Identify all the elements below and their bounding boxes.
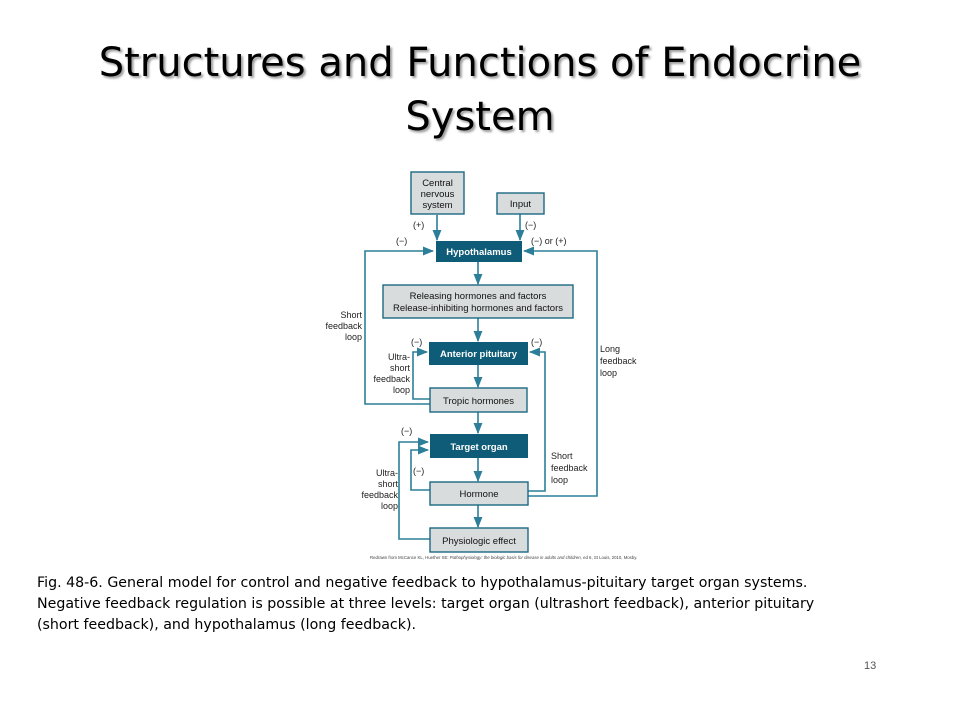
- cns-label-1: Central: [422, 178, 453, 189]
- credit-title: Pathophysiology: the biologic basis for …: [450, 555, 582, 560]
- long-3: loop: [600, 368, 617, 378]
- caption-line-3: (short feedback), and hypothalamus (long…: [37, 617, 416, 633]
- sign-hypothalamus-left: (−): [396, 236, 407, 246]
- figure-credit: Redrawn from McCance KL, Huether SE: Pat…: [370, 555, 637, 560]
- slide-title-line-1: Structures and Functions of Endocrine: [98, 40, 862, 86]
- box-target-organ: Target organ: [430, 434, 528, 458]
- physiologic-effect-label: Physiologic effect: [442, 536, 516, 547]
- short-right-2: feedback: [551, 463, 588, 473]
- ultra-short-feedback-loop-upper: [412, 347, 430, 400]
- sign-target-inner: (−): [413, 466, 424, 476]
- credit-prefix: Redrawn from McCance KL, Huether SE:: [370, 555, 449, 560]
- label-short-feedback-right: Short feedback loop: [551, 451, 588, 485]
- ultra-lower-4: loop: [381, 501, 398, 511]
- caption-line-1: Fig. 48-6. General model for control and…: [37, 575, 808, 591]
- ultra-upper-3: feedback: [373, 374, 410, 384]
- short-left-1: Short: [340, 310, 362, 320]
- ultra-short-feedback-loop-outer: [398, 437, 430, 540]
- credit-suffix: ed 6, St Louis, 2010, Mosby.: [583, 555, 637, 560]
- short-right-1: Short: [551, 451, 573, 461]
- releasing-label-1: Releasing hormones and factors: [410, 291, 547, 302]
- box-releasing-hormones: Releasing hormones and factors Release-i…: [382, 284, 574, 319]
- anterior-pituitary-label: Anterior pituitary: [440, 349, 518, 360]
- ultra-upper-2: short: [390, 363, 411, 373]
- label-short-feedback-left: Short feedback loop: [325, 310, 362, 342]
- figure-caption: Fig. 48-6. General model for control and…: [37, 573, 897, 636]
- box-input: Input: [496, 192, 545, 215]
- input-label: Input: [510, 199, 531, 210]
- loop-labels: Short feedback loop Ultra- short feedbac…: [325, 310, 637, 511]
- box-anterior-pituitary: Anterior pituitary: [429, 342, 528, 365]
- caption-line-2: Negative feedback regulation is possible…: [37, 596, 815, 612]
- short-feedback-loop-right: [528, 347, 546, 492]
- hormone-label: Hormone: [459, 489, 498, 500]
- sign-cns-plus: (+): [413, 220, 424, 230]
- short-left-2: feedback: [325, 321, 362, 331]
- short-right-3: loop: [551, 475, 568, 485]
- label-ultra-short-upper: Ultra- short feedback loop: [373, 352, 410, 395]
- long-1: Long: [600, 344, 620, 354]
- sign-anterior-right: (−): [531, 337, 542, 347]
- cns-label-2: nervous: [421, 189, 455, 200]
- short-feedback-loop-left: [364, 246, 435, 405]
- box-cns: Central nervous system: [410, 171, 465, 215]
- ultra-lower-2: short: [378, 479, 399, 489]
- box-hormone: Hormone: [429, 481, 529, 506]
- ultra-lower-1: Ultra-: [376, 468, 398, 478]
- ultra-upper-1: Ultra-: [388, 352, 410, 362]
- box-tropic-hormones: Tropic hormones: [429, 387, 528, 413]
- ultra-upper-4: loop: [393, 385, 410, 395]
- target-organ-label: Target organ: [450, 442, 508, 453]
- box-hypothalamus: Hypothalamus: [436, 241, 522, 262]
- short-left-3: loop: [345, 332, 362, 342]
- long-2: feedback: [600, 356, 637, 366]
- sign-anterior-left: (−): [411, 337, 422, 347]
- sign-target-top: (−): [401, 426, 412, 436]
- sign-hypothalamus-right: (−) or (+): [531, 236, 567, 246]
- ultra-lower-3: feedback: [361, 490, 398, 500]
- ultra-short-feedback-loop-inner: [410, 445, 430, 491]
- cns-label-3: system: [422, 200, 452, 211]
- connectors: [364, 214, 598, 540]
- label-long-feedback: Long feedback loop: [600, 344, 637, 378]
- page-number: 13: [864, 660, 877, 672]
- long-feedback-loop: [522, 246, 598, 497]
- sign-input-minus: (−): [525, 220, 536, 230]
- slide-title: Structures and Functions of Endocrine Sy…: [40, 36, 920, 144]
- tropic-hormones-label: Tropic hormones: [443, 396, 514, 407]
- feedback-signs: (+) (−) (−) (−) or (+) (−) (−) (−) (−): [396, 220, 567, 476]
- label-ultra-short-lower: Ultra- short feedback loop: [361, 468, 398, 511]
- hypothalamus-label: Hypothalamus: [446, 247, 511, 258]
- slide-title-line-2: System: [405, 94, 555, 140]
- releasing-label-2: Release-inhibiting hormones and factors: [393, 303, 563, 314]
- box-physiologic-effect: Physiologic effect: [429, 527, 529, 553]
